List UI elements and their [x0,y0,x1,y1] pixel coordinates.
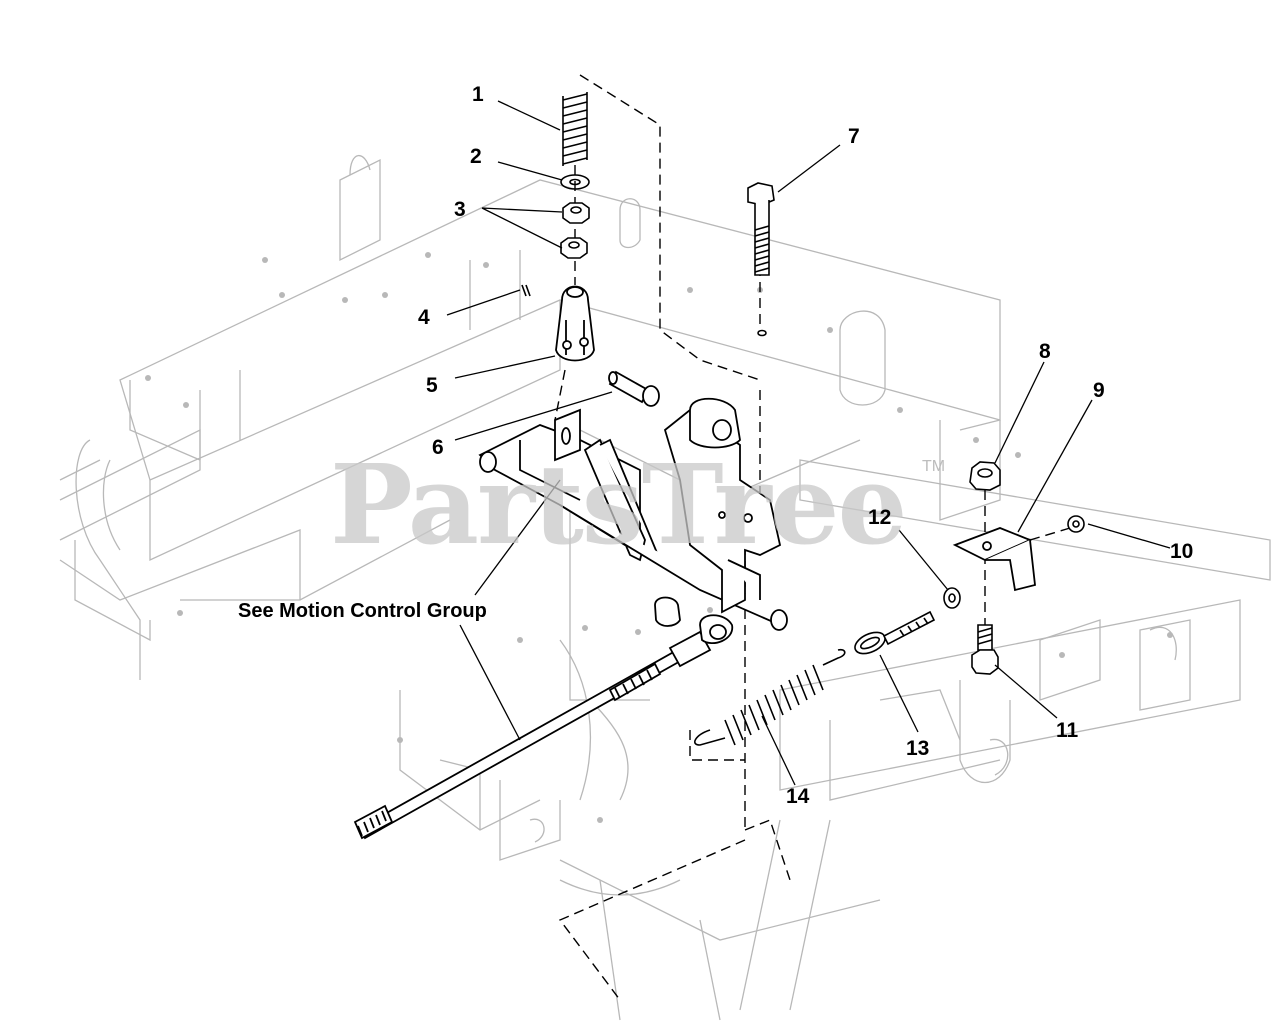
callout-4: 4 [418,306,430,329]
callout-13: 13 [906,737,930,760]
part-6-clevis-pin [608,370,660,407]
callout-3: 3 [454,198,466,221]
part-14-spring [694,648,846,746]
watermark: PartsTree [330,440,908,569]
part-2-washer [560,174,590,190]
part-10-nut [1067,515,1085,533]
part-7-bolt [747,182,775,337]
callout-6: 6 [432,436,444,459]
callout-9: 9 [1093,379,1105,402]
callout-11: 11 [1056,719,1079,742]
part-11-bolt [971,624,999,675]
part-8-nut [969,461,1001,491]
callout-1: 1 [472,83,484,106]
part-1-spring [562,92,588,166]
leader-lines [446,100,1171,786]
motion-control-bracket [478,397,788,631]
callout-7: 7 [848,125,860,148]
watermark-trademark: TM [922,458,946,475]
part-9-bracket [952,527,1036,592]
control-rod [353,596,733,840]
see-motion-control-note: See Motion Control Group [238,600,487,622]
callout-14: 14 [786,785,810,808]
callout-12: 12 [868,506,892,529]
part-13-eyebolt [854,610,936,655]
callout-2: 2 [470,145,482,168]
chassis-background [59,154,1271,1021]
chassis-holes [145,252,1173,823]
callout-10: 10 [1170,540,1194,563]
part-5-clevis [555,285,595,362]
part-4-pin [521,284,531,297]
part-12-washer [943,587,961,609]
part-3-nuts [560,202,590,259]
callout-5: 5 [426,374,438,397]
callout-8: 8 [1039,340,1051,363]
